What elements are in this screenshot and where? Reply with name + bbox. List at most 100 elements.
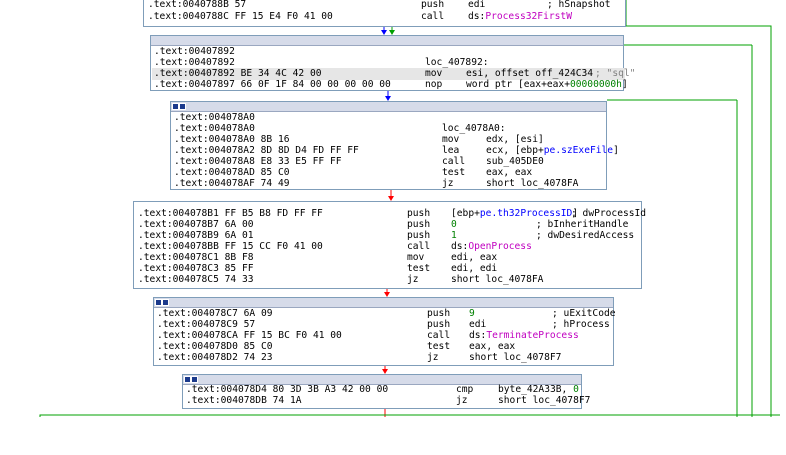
- code-line[interactable]: .text:004078AD 85 C0 test eax, eax: [174, 167, 604, 179]
- block-header: [154, 298, 613, 308]
- code-line[interactable]: .text:004078A0 8B 16 mov edx, [esi]: [174, 134, 604, 146]
- graph-node-icon: [172, 103, 179, 110]
- mnemonic: mov: [407, 252, 425, 263]
- immediate-value: 0: [451, 219, 457, 230]
- code-line[interactable]: .text:004078B7 6A 00 push 0 ; bInheritHa…: [138, 219, 640, 231]
- immediate-value: 1: [451, 230, 457, 241]
- operands: edi, edi: [451, 263, 498, 274]
- address: .text:004078C1 8B F8: [138, 252, 254, 263]
- call-target[interactable]: TerminateProcess: [486, 330, 579, 341]
- code-line[interactable]: .text:004078C3 85 FF test edi, edi: [138, 263, 640, 275]
- address: .text:004078C9 57: [157, 319, 256, 330]
- operands[interactable]: short loc_4078FA: [486, 178, 579, 189]
- code-block-3[interactable]: .text:004078B1 FF B5 B8 FD FF FF push [e…: [133, 201, 646, 289]
- mnemonic: call: [442, 156, 466, 167]
- graph-node-icon: [191, 376, 198, 383]
- immediate-value: 0: [573, 384, 579, 395]
- operands: eax, eax: [469, 341, 516, 352]
- operands[interactable]: short loc_4078F7: [469, 352, 562, 363]
- code-line[interactable]: .text:004078A8 E8 33 E5 FF FF call sub_4…: [174, 156, 604, 168]
- code-line[interactable]: .text:004078D4 80 3D 3B A3 42 00 00 cmp …: [186, 384, 580, 396]
- operands[interactable]: short loc_4078F7: [498, 395, 591, 406]
- struct-member: pe.szExeFile: [543, 145, 614, 156]
- operands: word ptr [eax+eax+00000000h]: [466, 79, 628, 91]
- mnemonic: push: [427, 308, 451, 319]
- operands: ecx, [ebp+pe.szExeFile]: [486, 145, 619, 157]
- operand-text: ecx, [ebp+: [486, 145, 544, 156]
- code-block-4[interactable]: .text:004078C7 6A 09 push 9 ; uExitCode …: [153, 297, 616, 366]
- code-line-highlighted[interactable]: .text:00407892 BE 34 4C 42 00 mov esi, o…: [152, 68, 635, 80]
- block-header: [151, 36, 623, 46]
- operands[interactable]: short loc_4078FA: [451, 274, 544, 285]
- graph-node-icon: [155, 299, 162, 306]
- mnemonic: push: [407, 230, 431, 241]
- address: .text:004078A8 E8 33 E5 FF FF: [174, 156, 342, 167]
- code-line[interactable]: .text:004078A0 loc_4078A0:: [174, 123, 604, 135]
- mnemonic: push: [421, 0, 445, 10]
- mnemonic: test: [427, 341, 451, 352]
- code-block-5[interactable]: .text:004078D4 80 3D 3B A3 42 00 00 cmp …: [182, 374, 590, 409]
- code-line[interactable]: .text:0040788C FF 15 E4 F0 41 00 call ds…: [148, 11, 622, 23]
- code-block-0[interactable]: .text:0040788B 57 push edi ; hSnapshot .…: [143, 0, 626, 27]
- address: .text:00407892: [154, 57, 235, 68]
- address: .text:004078D2 74 23: [157, 352, 273, 363]
- code-line[interactable]: .text:00407892: [154, 46, 622, 58]
- call-target[interactable]: Process32FirstW: [485, 11, 572, 22]
- code-line[interactable]: .text:004078C7 6A 09 push 9 ; uExitCode: [157, 308, 616, 320]
- code-line[interactable]: .text:004078D0 85 C0 test eax, eax: [157, 341, 612, 353]
- label[interactable]: loc_407892:: [425, 57, 489, 68]
- mnemonic: call: [421, 11, 445, 22]
- address: .text:004078A0: [174, 112, 255, 123]
- address: .text:00407892: [154, 46, 235, 57]
- graph-node-icon: [162, 299, 169, 306]
- code-line[interactable]: .text:004078DB 74 1A jz short loc_4078F7: [186, 395, 590, 407]
- struct-member: pe.th32ProcessID: [479, 208, 573, 219]
- address: .text:004078BB FF 15 CC F0 41 00: [138, 241, 323, 252]
- operands: ds:TerminateProcess: [469, 330, 579, 342]
- code-line[interactable]: .text:004078B9 6A 01 push 1 ; dwDesiredA…: [138, 230, 640, 242]
- comment: ; hProcess: [552, 319, 610, 330]
- code-line[interactable]: .text:00407897 66 0F 1F 84 00 00 00 00 0…: [154, 79, 628, 91]
- flow-edges: [39, 0, 780, 417]
- immediate-value: 00000000h: [569, 79, 622, 90]
- code-line[interactable]: .text:004078C9 57 push edi ; hProcess: [157, 319, 612, 331]
- label[interactable]: loc_4078A0:: [442, 123, 506, 134]
- code-line[interactable]: .text:004078C5 74 33 jz short loc_4078FA: [138, 274, 640, 286]
- mnemonic: call: [427, 330, 451, 341]
- address: .text:004078A0: [174, 123, 255, 134]
- operand-text: [ebp+: [451, 208, 480, 219]
- code-line[interactable]: .text:00407892 loc_407892:: [154, 57, 622, 69]
- code-line[interactable]: .text:004078B1 FF B5 B8 FD FF FF push [e…: [138, 208, 646, 220]
- code-line[interactable]: .text:004078BB FF 15 CC F0 41 00 call ds…: [138, 241, 640, 253]
- address: .text:004078C5 74 33: [138, 274, 254, 285]
- comment: ; "sql": [595, 68, 636, 79]
- mnemonic: lea: [442, 145, 460, 156]
- address: .text:004078C3 85 FF: [138, 263, 254, 274]
- code-line[interactable]: .text:0040788B 57 push edi ; hSnapshot: [148, 0, 622, 11]
- code-block-1[interactable]: .text:00407892 .text:00407892 loc_407892…: [150, 35, 635, 91]
- call-target[interactable]: OpenProcess: [468, 241, 532, 252]
- mnemonic: push: [427, 319, 451, 330]
- address: .text:004078C7 6A 09: [157, 308, 273, 319]
- code-block-2[interactable]: .text:004078A0 .text:004078A0 loc_4078A0…: [170, 101, 619, 190]
- operands: edi: [469, 319, 487, 330]
- address: .text:004078D0 85 C0: [157, 341, 273, 352]
- graph-node-icon: [179, 103, 186, 110]
- operands[interactable]: sub_405DE0: [486, 156, 544, 167]
- code-line[interactable]: .text:004078CA FF 15 BC F0 41 00 call ds…: [157, 330, 612, 342]
- address: .text:004078A2 8D 8D D4 FD FF FF: [174, 145, 359, 156]
- operand-close: ]: [613, 145, 619, 156]
- comment: ; hSnapshot: [547, 0, 611, 10]
- address: .text:0040788C FF 15 E4 F0 41 00: [148, 11, 333, 22]
- code-line[interactable]: .text:004078AF 74 49 jz short loc_4078FA: [174, 178, 604, 190]
- mnemonic: mov: [442, 134, 460, 145]
- block-header: [171, 102, 606, 112]
- code-line[interactable]: .text:004078D2 74 23 jz short loc_4078F7: [157, 352, 612, 364]
- operand-text: byte_42A33B,: [498, 384, 574, 395]
- graph-node-icon: [184, 376, 191, 383]
- immediate-value: 9: [469, 308, 475, 319]
- mnemonic: push: [407, 219, 431, 230]
- mnemonic: call: [407, 241, 431, 252]
- code-line[interactable]: .text:004078C1 8B F8 mov edi, eax: [138, 252, 640, 264]
- code-line[interactable]: .text:004078A2 8D 8D D4 FD FF FF lea ecx…: [174, 145, 619, 157]
